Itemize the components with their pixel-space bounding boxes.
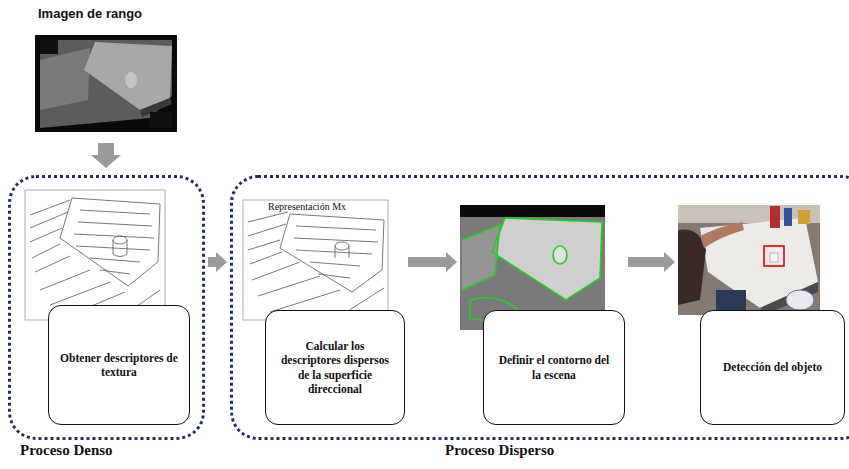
- process-region: Proceso DensoObtener descriptores de tex…: [8, 175, 205, 440]
- contour-table: [492, 218, 602, 300]
- contour-band: [460, 205, 605, 217]
- flow-arrow: [628, 252, 675, 272]
- process-region: Proceso DispersoCalcular los descriptore…: [230, 175, 849, 440]
- photo-frame: [678, 205, 820, 315]
- contour-line: [462, 225, 500, 290]
- photo-arm: [700, 222, 744, 248]
- step-content: Definir el contorno del la escena: [494, 353, 614, 382]
- photo-object: [770, 206, 780, 228]
- photo-bin: [786, 290, 814, 310]
- mx-cup: [335, 242, 349, 250]
- process-step: Definir el contorno del la escena: [460, 205, 625, 425]
- step-content: Obtener descriptores de textura: [59, 351, 179, 380]
- region-heading: Proceso Denso: [20, 442, 113, 459]
- step-content: Calcular los descriptores dispersos de l…: [276, 339, 394, 397]
- step-text: Obtener descriptores de textura: [59, 351, 179, 380]
- texture-frame: [25, 190, 165, 320]
- detection-box: [764, 246, 784, 266]
- range-hole: [150, 112, 172, 128]
- photo-object: [784, 208, 792, 226]
- photo-bag: [716, 290, 746, 310]
- range-frame: [35, 35, 177, 132]
- flow-arrow: [208, 252, 227, 272]
- contour-surface: [462, 225, 500, 290]
- texture-image: [25, 190, 165, 320]
- step-text: Definir el contorno del la escena: [494, 353, 614, 382]
- photo-cup: [770, 253, 778, 262]
- image-title: Imagen de rango: [38, 6, 142, 21]
- texture-cup: [113, 240, 127, 257]
- region-heading: Proceso Disperso: [445, 442, 554, 459]
- image-caption: Representación Mx: [268, 201, 346, 212]
- process-step: Calcular los descriptores dispersos de l…: [243, 200, 405, 425]
- range-surface: [40, 48, 90, 110]
- mx-frame: [243, 200, 388, 320]
- contour-line: [492, 218, 602, 300]
- photo-object: [798, 210, 810, 224]
- mx-table: [280, 214, 384, 292]
- process-step: Obtener descriptores de textura: [25, 190, 190, 425]
- texture-table: [60, 198, 160, 286]
- step-text: Calcular los descriptores dispersos de l…: [276, 339, 394, 397]
- step-outline: Definir el contorno del la escena: [483, 310, 625, 425]
- mx-cup: [335, 246, 349, 258]
- mx-image: [243, 200, 388, 320]
- step-outline: Detección del objeto: [700, 310, 845, 425]
- scene-photo: [678, 205, 820, 315]
- step-content: Detección del objeto: [723, 360, 822, 374]
- mx-strokes: [248, 212, 384, 316]
- step-outline: Obtener descriptores de textura: [48, 305, 190, 425]
- range-cup: [125, 72, 137, 88]
- process-step: Detección del objeto: [678, 205, 845, 425]
- texture-strokes: [30, 200, 160, 318]
- contour-cup: [553, 246, 567, 264]
- photo-wall: [678, 205, 820, 223]
- range-floor: [40, 40, 172, 128]
- flow-arrow: [408, 252, 457, 272]
- down-arrow: [91, 143, 121, 168]
- step-text: Detección del objeto: [723, 360, 822, 374]
- range-table: [84, 42, 172, 110]
- range-image: [35, 35, 177, 132]
- texture-cup: [113, 236, 127, 244]
- range-hole: [40, 40, 58, 54]
- step-outline: Calcular los descriptores dispersos de l…: [265, 310, 405, 425]
